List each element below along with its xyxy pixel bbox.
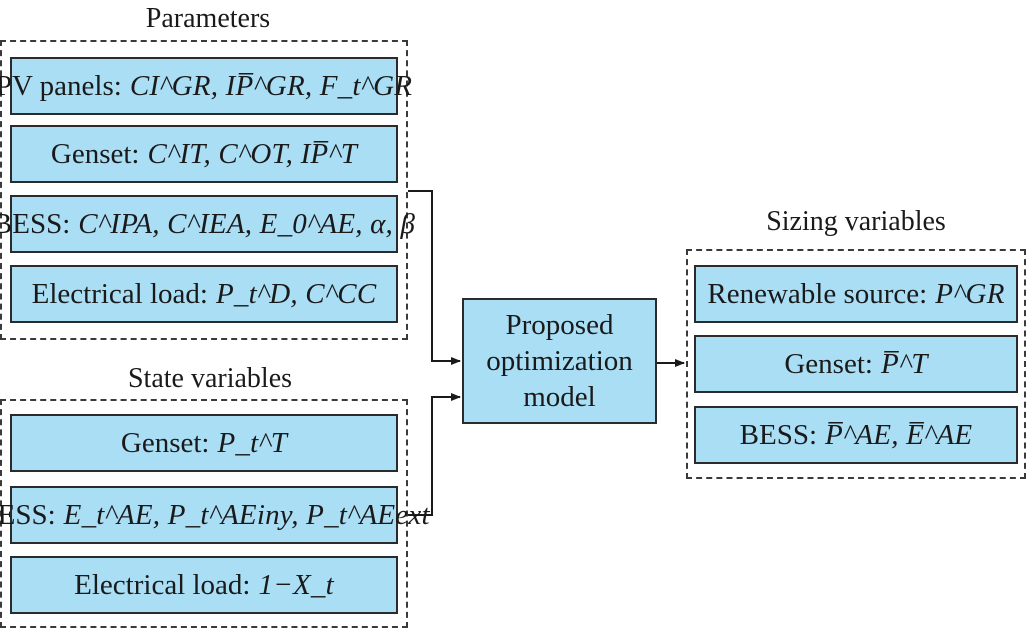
state-genset: Genset: P_t^T xyxy=(10,414,398,472)
optimization-model-box: Proposed optimization model xyxy=(462,298,657,424)
arrow-state-to-model xyxy=(408,393,461,516)
parameters-group xyxy=(0,40,408,340)
param-electrical-load-math: P_t^D, C^CC xyxy=(215,277,377,310)
sizing-bess-label: BESS: xyxy=(739,418,818,451)
arrow-parameters-to-model xyxy=(408,190,461,365)
state-genset-label: Genset: xyxy=(120,426,210,459)
param-electrical-load: Electrical load: P_t^D, C^CC xyxy=(10,265,398,323)
state-variables-title: State variables xyxy=(127,363,293,394)
model-line-2: optimization xyxy=(486,345,633,377)
sizing-bess-math: P̅^AE, E̅^AE xyxy=(825,418,973,451)
sizing-renewable-source-math: P^GR xyxy=(935,277,1005,310)
sizing-renewable-source: Renewable source: P^GR xyxy=(694,265,1018,323)
sizing-genset: Genset: P̅^T xyxy=(694,335,1018,393)
param-pv-panels-math: CI^GR, IP̅^GR, F_t^GR xyxy=(129,69,413,102)
parameters-title: Parameters xyxy=(145,3,271,34)
state-genset-math: P_t^T xyxy=(217,426,288,459)
state-electrical-load-label: Electrical load: xyxy=(74,568,251,601)
sizing-genset-math: P̅^T xyxy=(880,347,928,380)
param-genset-label: Genset: xyxy=(50,137,140,170)
param-bess-label: BESS: xyxy=(0,207,71,240)
state-electrical-load-math: 1−X_t xyxy=(258,568,334,601)
model-line-1: Proposed xyxy=(505,309,614,341)
state-variables-group xyxy=(0,399,408,628)
state-bess-math: E_t^AE, P_t^AEiny, P_t^AEext xyxy=(63,498,430,531)
sizing-variables-group xyxy=(686,249,1026,479)
param-electrical-load-label: Electrical load: xyxy=(31,277,208,310)
param-pv-panels-label: PV panels: xyxy=(0,69,122,102)
sizing-variables-title: Sizing variables xyxy=(766,206,946,237)
sizing-bess: BESS: P̅^AE, E̅^AE xyxy=(694,406,1018,464)
param-bess: BESS: C^IPA, C^IEA, E_0^AE, α, β xyxy=(0,195,415,253)
param-genset: Genset: C^IT, C^OT, IP̅^T xyxy=(10,125,398,183)
sizing-renewable-source-label: Renewable source: xyxy=(707,277,928,310)
sizing-genset-label: Genset: xyxy=(784,347,873,380)
param-pv-panels: PV panels: CI^GR, IP̅^GR, F_t^GR xyxy=(0,57,412,115)
state-bess: BESS: E_t^AE, P_t^AEiny, P_t^AEext xyxy=(0,486,430,544)
state-electrical-load: Electrical load: 1−X_t xyxy=(10,556,398,614)
state-bess-label: BESS: xyxy=(0,498,56,531)
param-bess-math: C^IPA, C^IEA, E_0^AE, α, β xyxy=(78,207,416,240)
param-genset-math: C^IT, C^OT, IP̅^T xyxy=(147,137,358,170)
model-line-3: model xyxy=(523,381,596,413)
